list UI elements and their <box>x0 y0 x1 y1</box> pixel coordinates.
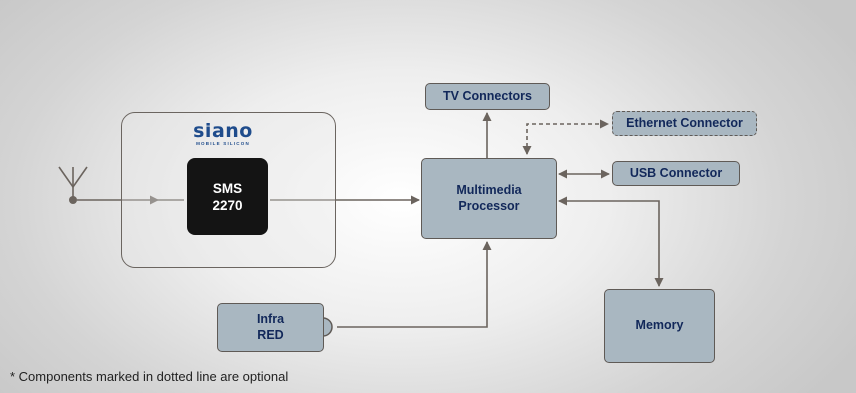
infrared-port-icon <box>322 317 333 337</box>
logo-name: siano <box>193 120 253 142</box>
antenna-icon <box>58 166 88 204</box>
infrared-link-line <box>337 241 492 328</box>
memory-link-line <box>558 196 664 287</box>
logo-subtext: MOBILE SILICON <box>196 141 250 146</box>
ethernet-link-line <box>522 119 609 155</box>
sms2270-chip: SMS 2270 <box>184 155 271 238</box>
ethernet-connector-box: Ethernet Connector <box>612 111 757 136</box>
memory-box: Memory <box>604 289 715 363</box>
optional-components-footnote: * Components marked in dotted line are o… <box>10 369 289 384</box>
tv-connectors-box: TV Connectors <box>425 83 550 110</box>
siano-logo: siano MOBILE SILICON <box>188 121 258 147</box>
multimedia-processor-box: Multimedia Processor <box>421 158 557 239</box>
usb-connector-box: USB Connector <box>612 161 740 186</box>
infrared-box: Infra RED <box>217 303 324 352</box>
